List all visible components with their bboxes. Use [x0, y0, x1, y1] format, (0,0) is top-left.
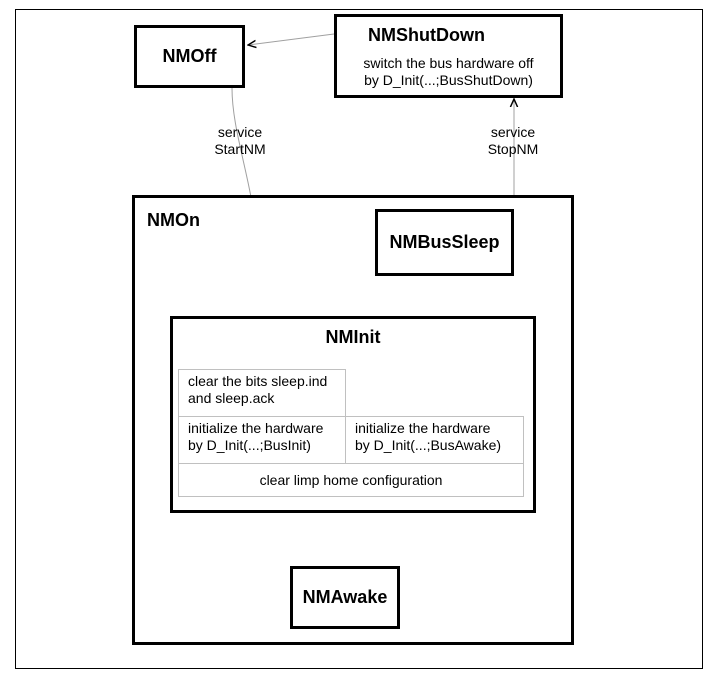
clear-bits-line1: clear the bits sleep.ind [188, 373, 328, 389]
clear-limp-text: clear limp home configuration [259, 471, 443, 488]
state-nmbussleep-title: NMBusSleep [389, 232, 500, 252]
state-nmoff: NMOff [134, 25, 245, 88]
state-nmshutdown-title: NMShutDown [368, 25, 485, 45]
action-init-hardware: initialize the hardware by D_Init(...;Bu… [178, 416, 346, 464]
shutdown-action-line1: switch the bus hardware off [363, 55, 534, 71]
state-nmshutdown: NMShutDown switch the bus hardware off b… [334, 14, 563, 98]
init-hw-line2: by D_Init(...;BusInit) [188, 437, 311, 453]
stop-nm-line2: StopNM [487, 141, 539, 157]
state-nmawake-title: NMAwake [302, 587, 388, 607]
start-nm-line2: StartNM [214, 141, 266, 157]
init-hw-awake-line1: initialize the hardware [355, 420, 491, 436]
transition-label-stop-nm: service StopNM [478, 124, 548, 158]
state-nmbussleep: NMBusSleep [375, 209, 514, 276]
start-nm-line1: service [217, 124, 263, 140]
state-nmoff-title: NMOff [162, 46, 217, 66]
shutdown-action-line2: by D_Init(...;BusShutDown) [364, 72, 533, 88]
stop-nm-line1: service [490, 124, 536, 140]
state-nminit-title: NMInit [325, 327, 381, 347]
arrow-shutdown-to-off [248, 33, 335, 45]
state-nmawake: NMAwake [290, 566, 400, 629]
shutdown-action-text: switch the bus hardware off by D_Init(..… [337, 55, 560, 89]
diagram-frame [15, 9, 703, 669]
state-nmon-title: NMOn [147, 210, 200, 230]
transition-label-start-nm: service StartNM [205, 124, 275, 158]
action-clear-bits: clear the bits sleep.ind and sleep.ack [178, 369, 346, 417]
init-hw-awake-line2: by D_Init(...;BusAwake) [355, 437, 502, 453]
action-clear-limp-home: clear limp home configuration [178, 463, 524, 497]
init-hw-line1: initialize the hardware [188, 420, 324, 436]
clear-bits-line2: and sleep.ack [188, 390, 275, 406]
action-init-hardware-awake: initialize the hardware by D_Init(...;Bu… [345, 416, 524, 464]
